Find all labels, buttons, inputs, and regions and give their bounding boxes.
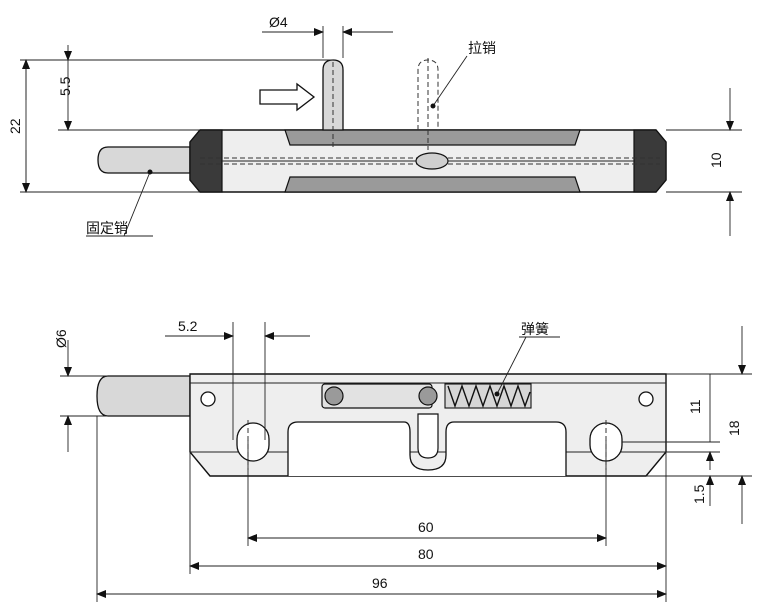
spring-shape <box>444 383 532 409</box>
dim-diameter-6: Ø6 <box>53 329 69 348</box>
mount-hole-right <box>638 391 654 407</box>
push-arrow-icon <box>259 82 316 112</box>
dim-10: 10 <box>708 152 724 168</box>
dim-diameter-4: Ø4 <box>269 14 288 30</box>
front-view: Ø6 5.2 11 18 1.5 60 80 <box>53 318 752 602</box>
dim-11: 11 <box>687 399 703 414</box>
slot-hole-left <box>236 422 270 462</box>
dim-80: 80 <box>418 546 434 562</box>
top-view: Ø4 5.5 22 10 拉销 固定销 <box>7 14 742 237</box>
fixed-pin-front <box>96 375 191 417</box>
dim-5-2: 5.2 <box>178 318 198 334</box>
mount-hole-left <box>200 391 216 407</box>
fixed-pin-shape <box>97 146 191 174</box>
dim-60: 60 <box>418 519 434 535</box>
dim-18: 18 <box>726 420 742 436</box>
label-fixed-pin: 固定销 <box>86 221 128 237</box>
label-pull-pin: 拉销 <box>468 41 496 57</box>
dim-1-5: 1.5 <box>691 484 707 504</box>
dim-22: 22 <box>7 118 23 134</box>
label-spring: 弹簧 <box>521 322 549 338</box>
bottom-cutout <box>287 421 567 476</box>
dim-5-5: 5.5 <box>57 76 73 96</box>
dim-96: 96 <box>372 575 388 591</box>
